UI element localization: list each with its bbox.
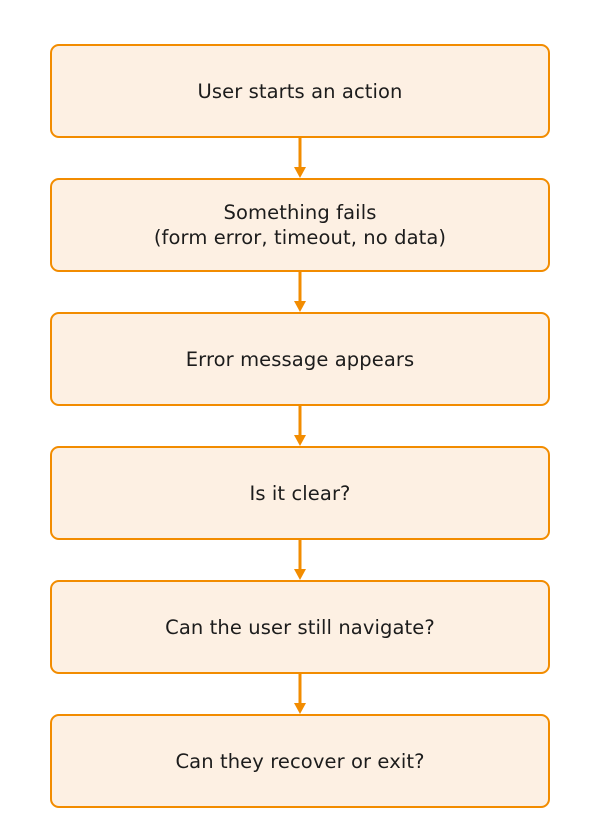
flow-edge-n4-n5 <box>50 540 550 580</box>
flow-node-label: Something fails (form error, timeout, no… <box>153 201 447 249</box>
flow-node-label: User starts an action <box>197 79 403 103</box>
flow-edge-n2-n3 <box>50 272 550 312</box>
flow-node-is-it-clear[interactable]: Is it clear? <box>50 446 550 540</box>
flow-node-can-they-recover-or-exit[interactable]: Can they recover or exit? <box>50 714 550 808</box>
flow-node-user-starts-an-action[interactable]: User starts an action <box>50 44 550 138</box>
flow-node-label: Is it clear? <box>249 481 351 505</box>
flow-node-something-fails[interactable]: Something fails (form error, timeout, no… <box>50 178 550 272</box>
flow-node-label: Can they recover or exit? <box>175 749 425 773</box>
flow-edge-n3-n4 <box>50 406 550 446</box>
flow-edge-n1-n2 <box>50 138 550 178</box>
flow-node-label: Can the user still navigate? <box>165 615 435 639</box>
flow-node-can-the-user-still-navigate[interactable]: Can the user still navigate? <box>50 580 550 674</box>
flow-node-error-message-appears[interactable]: Error message appears <box>50 312 550 406</box>
flow-edge-n5-n6 <box>50 674 550 714</box>
flow-node-label: Error message appears <box>185 347 415 371</box>
